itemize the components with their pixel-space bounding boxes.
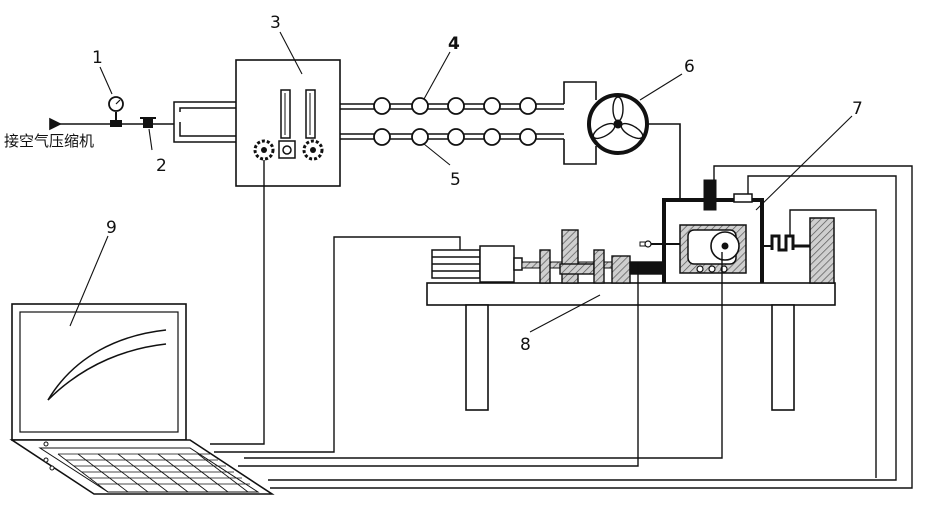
callout-4: 4 bbox=[448, 34, 460, 54]
callout-7: 7 bbox=[852, 99, 863, 119]
callout-8: 8 bbox=[520, 335, 531, 355]
fan-chamber bbox=[564, 82, 680, 200]
upper-nozzle-row bbox=[374, 98, 536, 114]
signal-cables bbox=[210, 160, 912, 488]
callout-2: 2 bbox=[156, 156, 167, 176]
valve bbox=[140, 118, 156, 128]
test-chamber bbox=[664, 180, 762, 283]
inlet-label: 接空气压缩机 bbox=[4, 132, 94, 150]
pressure-gauge bbox=[109, 97, 123, 127]
callout-3: 3 bbox=[270, 13, 281, 33]
flow-control-box bbox=[236, 60, 340, 186]
lower-nozzle-row bbox=[374, 129, 536, 145]
bearing-blocks bbox=[540, 230, 664, 283]
callout-5: 5 bbox=[450, 170, 461, 190]
motor bbox=[432, 246, 522, 282]
laptop bbox=[12, 304, 272, 494]
supply-manifold bbox=[174, 102, 236, 142]
callout-6: 6 bbox=[684, 57, 695, 77]
test-bench bbox=[427, 283, 835, 410]
callout-9: 9 bbox=[106, 218, 117, 238]
callout-1: 1 bbox=[92, 48, 103, 68]
